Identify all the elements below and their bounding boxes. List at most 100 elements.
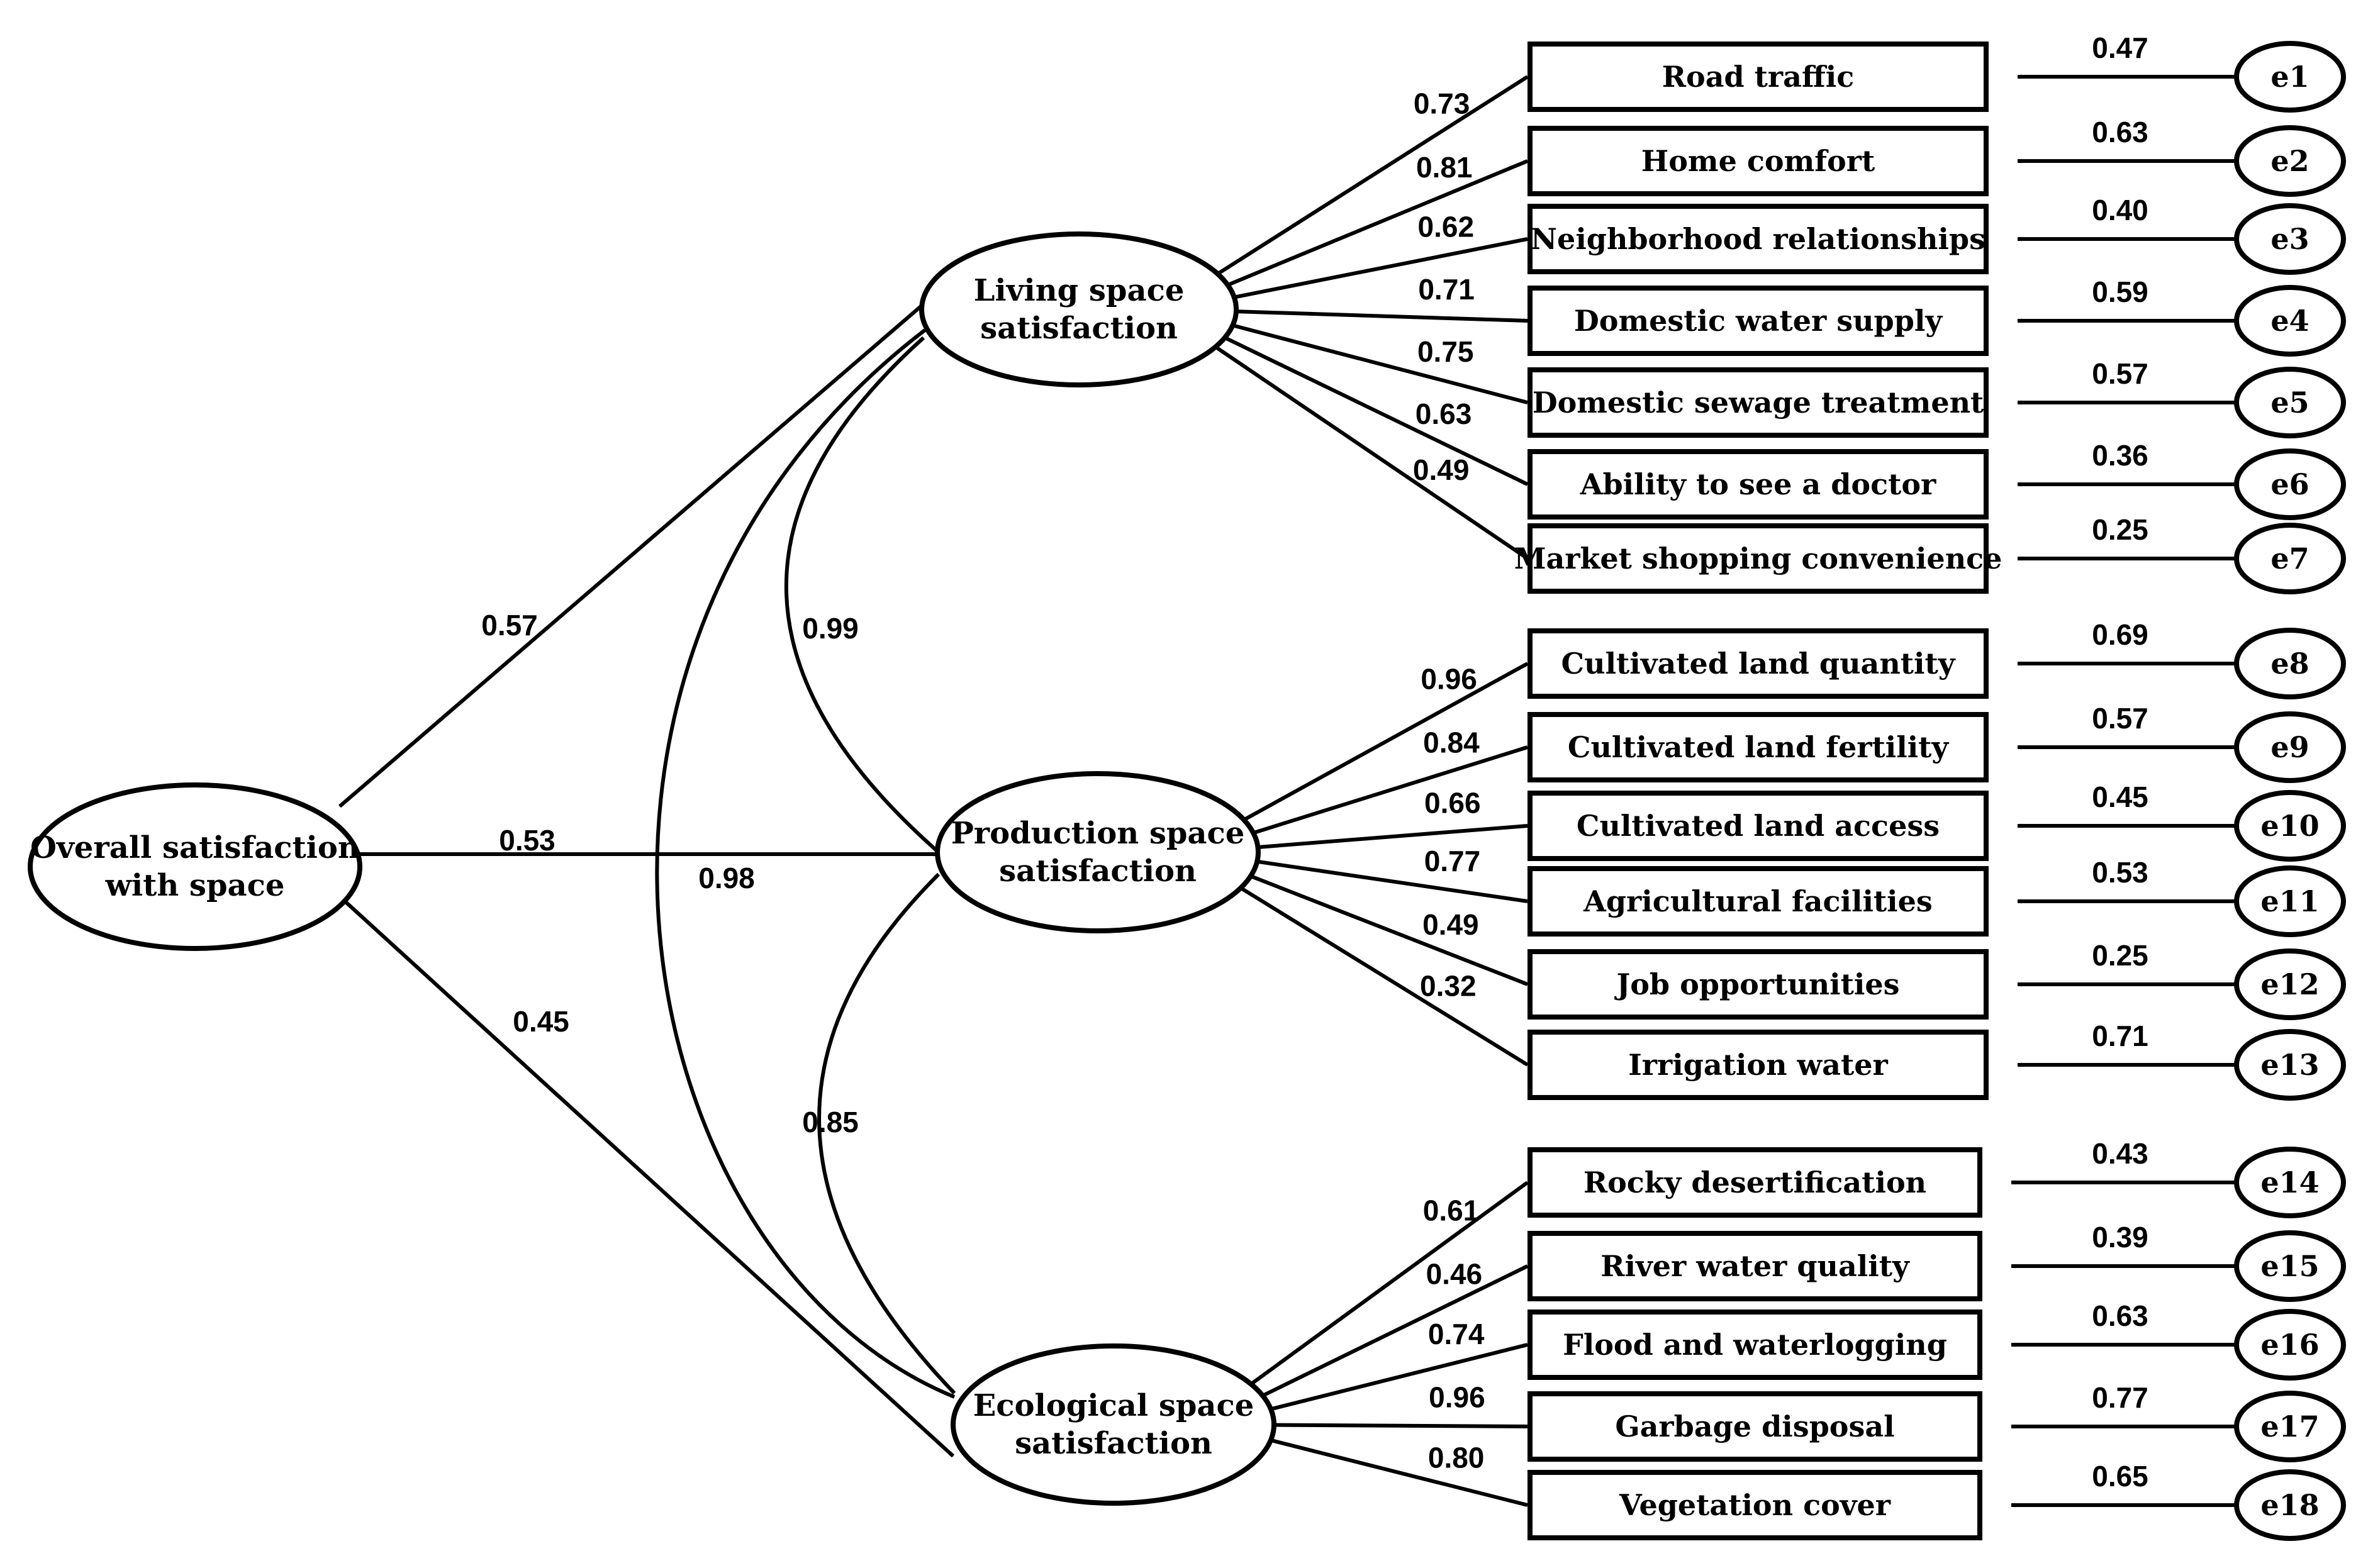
error-node-e3: e3 <box>2234 203 2346 275</box>
error-label: e11 <box>2260 884 2319 918</box>
correlation-coefficient: 0.98 <box>698 862 755 894</box>
loading-coefficient: 0.63 <box>1416 398 1472 430</box>
indicator-label: Agricultural facilities <box>1583 884 1933 918</box>
error-node-e4: e4 <box>2234 285 2346 357</box>
indicator-label: River water quality <box>1600 1249 1910 1283</box>
loading-coefficient: 0.81 <box>1416 151 1473 184</box>
indicator-box <box>1527 712 1989 782</box>
loading-arrow <box>1252 859 1528 903</box>
latent-label-line: Overall satisfaction <box>30 830 360 865</box>
indicator-node-x4: Domestic water supply <box>1527 286 1989 356</box>
error-node-e5: e5 <box>2234 367 2346 438</box>
error-label: e12 <box>2260 967 2319 1001</box>
error-ellipse <box>2234 1391 2346 1462</box>
error-ellipse <box>2234 1230 2346 1302</box>
error-ellipse <box>2234 865 2346 937</box>
error-ellipse <box>2234 203 2346 275</box>
loading-arrow <box>1229 237 1528 300</box>
error-ellipse <box>2234 1147 2346 1218</box>
error-node-e11: e11 <box>2234 865 2346 937</box>
indicator-box <box>1527 1231 1982 1301</box>
loading-arrow <box>1213 75 1529 278</box>
indicator-label: Irrigation water <box>1628 1048 1888 1082</box>
indicator-label: Flood and waterlogging <box>1563 1328 1947 1362</box>
error-label: e18 <box>2260 1488 2319 1522</box>
error-path-coefficient: 0.47 <box>2092 31 2148 64</box>
error-label: e13 <box>2260 1048 2319 1082</box>
loading-arrow <box>1231 309 1528 323</box>
error-node-e18: e18 <box>2234 1469 2346 1541</box>
indicator-label: Cultivated land fertility <box>1568 730 1950 764</box>
error-ellipse <box>2234 41 2346 113</box>
loading-arrow <box>1266 1343 1528 1413</box>
loading-coefficient: 0.77 <box>1424 845 1481 877</box>
correlation-coefficient: 0.53 <box>499 824 556 857</box>
loading-coefficient: 0.61 <box>1423 1194 1480 1227</box>
indicator-node-x3: Neighborhood relationships <box>1527 204 1989 274</box>
indicator-node-x18: Vegetation cover <box>1527 1470 1982 1540</box>
error-label: e10 <box>2260 809 2319 843</box>
loading-arrow <box>1211 343 1529 560</box>
error-path-coefficient: 0.39 <box>2092 1221 2148 1254</box>
indicator-box <box>1527 1147 1982 1218</box>
error-ellipse <box>2234 948 2346 1020</box>
loading-arrow <box>1220 334 1529 486</box>
error-label: e16 <box>2260 1328 2319 1362</box>
error-label: e8 <box>2270 647 2309 681</box>
indicator-node-x6: Ability to see a doctor <box>1527 449 1989 520</box>
loading-arrow <box>1248 745 1528 837</box>
indicator-box <box>1527 126 1989 196</box>
loading-coefficient: 0.32 <box>1420 969 1477 1002</box>
indicator-box <box>1527 1309 1982 1380</box>
indicator-box <box>1527 866 1989 937</box>
error-label: e9 <box>2270 730 2309 764</box>
error-path-coefficient: 0.77 <box>2092 1381 2148 1414</box>
error-ellipse <box>2234 628 2346 699</box>
indicator-node-x16: Flood and waterlogging <box>1527 1309 1982 1380</box>
indicator-box <box>1527 1030 1989 1100</box>
loading-coefficient: 0.96 <box>1429 1381 1485 1413</box>
latent-label-line: Ecological space <box>973 1388 1254 1423</box>
error-node-e12: e12 <box>2234 948 2346 1020</box>
error-label: e15 <box>2260 1249 2319 1283</box>
correlation-arrow-overall-ecological <box>341 898 955 1458</box>
loading-arrow <box>1269 1423 1528 1429</box>
indicator-node-x1: Road traffic <box>1527 42 1989 112</box>
indicator-box <box>1527 204 1989 274</box>
labels-layer: 0.470.730.630.810.400.620.590.710.570.75… <box>481 31 2148 1493</box>
error-path-coefficient: 0.25 <box>2092 513 2148 546</box>
indicator-node-x15: River water quality <box>1527 1231 1982 1301</box>
loading-coefficient: 0.49 <box>1422 908 1479 941</box>
indicator-box <box>1527 449 1989 520</box>
error-node-e16: e16 <box>2234 1309 2346 1381</box>
error-label: e2 <box>2270 144 2309 178</box>
error-path-coefficient: 0.45 <box>2092 781 2148 813</box>
loading-arrow <box>1258 1264 1529 1399</box>
latent-label-line: satisfaction <box>980 311 1178 346</box>
error-node-e9: e9 <box>2234 711 2346 783</box>
indicator-node-x8: Cultivated land quantity <box>1527 628 1989 699</box>
loading-arrow <box>1246 872 1529 986</box>
indicator-label: Cultivated land access <box>1577 809 1940 843</box>
loading-coefficient: 0.74 <box>1428 1318 1485 1350</box>
error-ellipse <box>2234 790 2346 862</box>
indicator-label: Rocky desertification <box>1583 1165 1926 1199</box>
indicator-label: Ability to see a doctor <box>1580 467 1936 501</box>
loading-arrow <box>1239 662 1529 824</box>
loading-coefficient: 0.75 <box>1417 335 1474 368</box>
loading-arrow <box>1223 159 1529 289</box>
indicator-box <box>1527 286 1989 356</box>
indicator-label: Domestic water supply <box>1574 304 1943 338</box>
loading-coefficient: 0.84 <box>1423 726 1480 759</box>
indicator-box <box>1527 949 1989 1020</box>
indicator-box <box>1527 367 1989 438</box>
indicator-label: Domestic sewage treatment <box>1533 386 1984 420</box>
error-path-coefficient: 0.36 <box>2092 439 2148 472</box>
